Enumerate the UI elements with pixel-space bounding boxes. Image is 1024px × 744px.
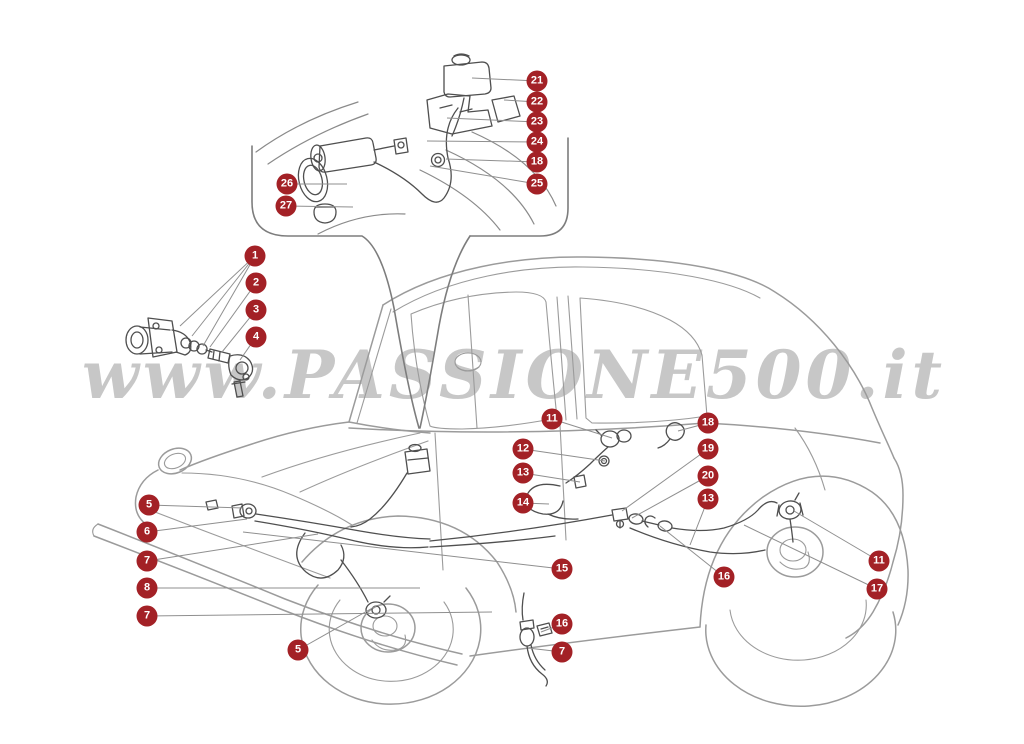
callout-18: 18 [526,151,548,173]
callout-8: 8 [136,577,158,599]
callout-13: 13 [697,488,719,510]
callout-3: 3 [245,299,267,321]
part-number: 8 [143,581,151,594]
leader-line [659,525,725,578]
leader-lines [146,77,880,653]
part-number: 12 [516,442,530,455]
part-number: 2 [252,276,260,289]
callout-11: 11 [541,408,563,430]
callout-13: 13 [512,462,534,484]
callout-12: 12 [512,438,534,460]
callout-25: 25 [526,173,548,195]
callout-22: 22 [526,91,548,113]
brake-system-parts [125,317,804,687]
part-number: 4 [252,330,260,343]
part-number: 5 [294,643,302,656]
watermark: www.PASSIONE500.it [82,336,946,414]
leader-line [146,533,319,562]
leader-line [148,504,244,509]
leader-line [426,140,538,143]
part-number: 13 [516,466,530,479]
part-number: 11 [546,412,558,425]
part-number: 7 [143,609,151,622]
part-number: 16 [717,570,731,583]
leader-line [297,605,377,651]
part-number: 21 [530,74,544,87]
callout-26: 26 [276,173,298,195]
part-number: 17 [870,582,884,595]
leader-line [793,510,880,562]
callout-18: 18 [697,412,719,434]
part-number: 16 [555,617,569,630]
callout-7: 7 [136,550,158,572]
leader-line [471,77,538,82]
leader-line [242,531,563,570]
leader-line [522,448,606,462]
leader-line [202,255,256,347]
leader-line [445,158,538,163]
part-number: 11 [873,554,885,567]
leader-line [209,282,257,348]
part-number: 1 [251,249,259,262]
leader-line [621,448,709,512]
callout-2: 2 [245,272,267,294]
callout-21: 21 [526,70,548,92]
callout-11: 11 [868,550,890,572]
callout-7: 7 [551,641,573,663]
leader-line [429,165,538,185]
part-number: 20 [701,469,715,482]
part-number: 24 [530,135,544,148]
callout-16: 16 [713,566,735,588]
part-number: 7 [143,554,151,567]
part-number: 14 [516,496,530,509]
callout-15: 15 [551,558,573,580]
part-number: 22 [530,95,544,108]
part-number: 3 [252,303,260,316]
car-body-outline [92,256,909,707]
callout-20: 20 [697,465,719,487]
leader-line [285,205,354,208]
part-number: 26 [280,177,294,190]
part-number: 7 [558,645,566,658]
part-number: 5 [145,498,153,511]
callout-27: 27 [275,195,297,217]
callout-4: 4 [245,326,267,348]
leader-line [743,524,878,590]
part-number: 18 [701,416,715,429]
callout-6: 6 [136,521,158,543]
part-number: 23 [530,115,544,128]
master-cylinder-detail-parts [297,53,521,224]
part-number: 13 [701,492,715,505]
part-number: 25 [530,177,544,190]
part-number: 19 [701,442,715,455]
leader-line [146,518,248,533]
leader-line [631,475,709,519]
leader-line [146,611,493,617]
part-number: 15 [555,562,569,575]
leader-line [191,255,256,337]
callout-14: 14 [512,492,534,514]
leader-line [179,255,256,327]
callout-16: 16 [551,613,573,635]
callout-5: 5 [138,494,160,516]
callout-24: 24 [526,131,548,153]
part-number: 27 [279,199,293,212]
detail-bubble-outline [251,137,569,429]
callout-7: 7 [136,605,158,627]
callout-5: 5 [287,639,309,661]
part-number: 6 [143,525,151,538]
callout-19: 19 [697,438,719,460]
callout-23: 23 [526,111,548,133]
callout-1: 1 [244,245,266,267]
detail-bubble-background-art [255,101,557,235]
part-number: 18 [530,155,544,168]
leader-line [446,117,538,123]
callout-17: 17 [866,578,888,600]
